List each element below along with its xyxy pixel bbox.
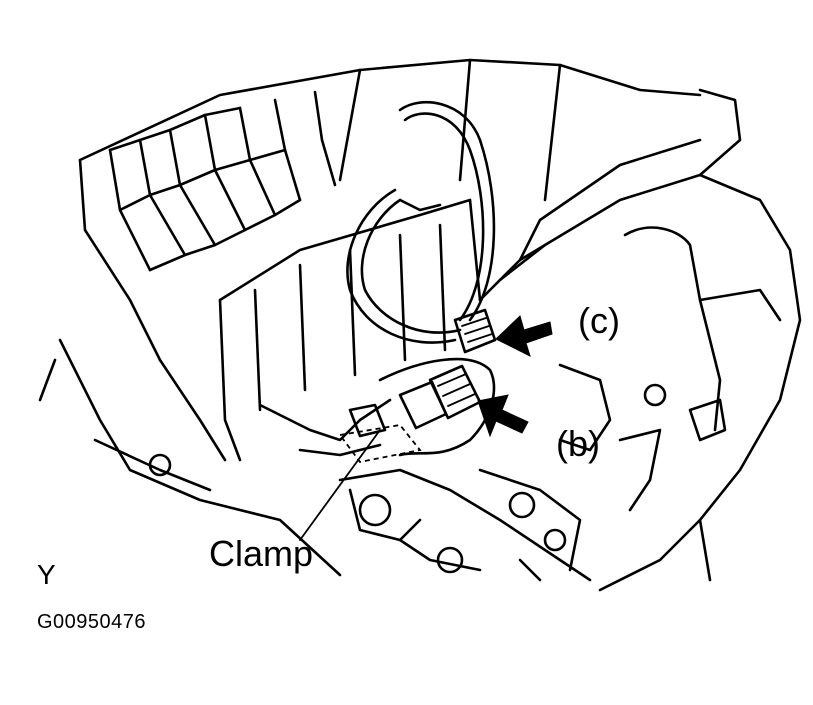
battery-module-stack — [78, 58, 742, 462]
clamp-part — [338, 403, 422, 463]
connector-b — [358, 364, 482, 430]
right-side-components — [558, 173, 802, 592]
clamp-leader-line — [299, 429, 381, 541]
callout-c-label: (c) — [578, 300, 620, 341]
connector-c — [453, 308, 497, 354]
wire-harness — [258, 100, 496, 457]
figure-id: G00950476 — [37, 611, 147, 633]
callout-b-label: (b) — [556, 423, 600, 464]
clamp-label: Clamp — [209, 533, 314, 574]
callout-arrow-b — [477, 394, 529, 438]
callout-arrow-c — [495, 315, 553, 357]
lower-mechanical-parts — [338, 468, 592, 582]
frame-bracket — [38, 338, 342, 577]
view-letter: Y — [37, 559, 56, 590]
